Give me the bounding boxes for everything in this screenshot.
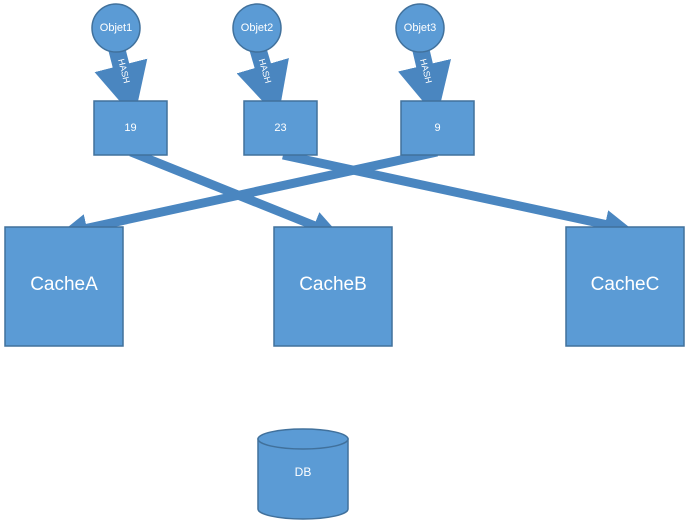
hash-box-9: [400, 100, 475, 156]
hash-box-19: [93, 100, 168, 156]
hash-arrow-3: [398, 44, 452, 119]
arrow-23-to-cachec: [282, 150, 634, 239]
object-label-1: Objet1: [99, 22, 133, 34]
object-label-3: Objet3: [403, 22, 437, 34]
db-label: DB: [294, 465, 312, 479]
hash-value-19: 19: [124, 122, 137, 134]
cache-boxes: [4, 226, 685, 347]
cache-box-c: [565, 226, 685, 347]
cache-label-a: CacheA: [30, 274, 98, 295]
hash-arrow-1: [94, 43, 148, 119]
arrow-9-to-cachea: [58, 147, 438, 243]
hash-arrows: [94, 43, 452, 119]
cache-box-b: [273, 226, 393, 347]
hash-value-23: 23: [274, 122, 287, 134]
cache-box-a: [4, 226, 124, 347]
arrow-19-to-cacheb: [129, 147, 341, 239]
hash-boxes: [93, 100, 475, 156]
object-node-1: [91, 3, 141, 53]
hash-value-9: 9: [434, 122, 441, 134]
object-node-3: [395, 3, 445, 53]
mapping-arrows: [58, 147, 634, 243]
object-nodes: [91, 3, 445, 53]
object-label-2: Objet2: [240, 22, 274, 34]
object-node-2: [232, 3, 282, 53]
db-cylinder: [257, 428, 349, 520]
hash-arrow-2: [236, 43, 289, 118]
cache-label-c: CacheC: [590, 274, 660, 295]
cache-label-b: CacheB: [299, 274, 367, 295]
hash-box-23: [243, 100, 318, 156]
